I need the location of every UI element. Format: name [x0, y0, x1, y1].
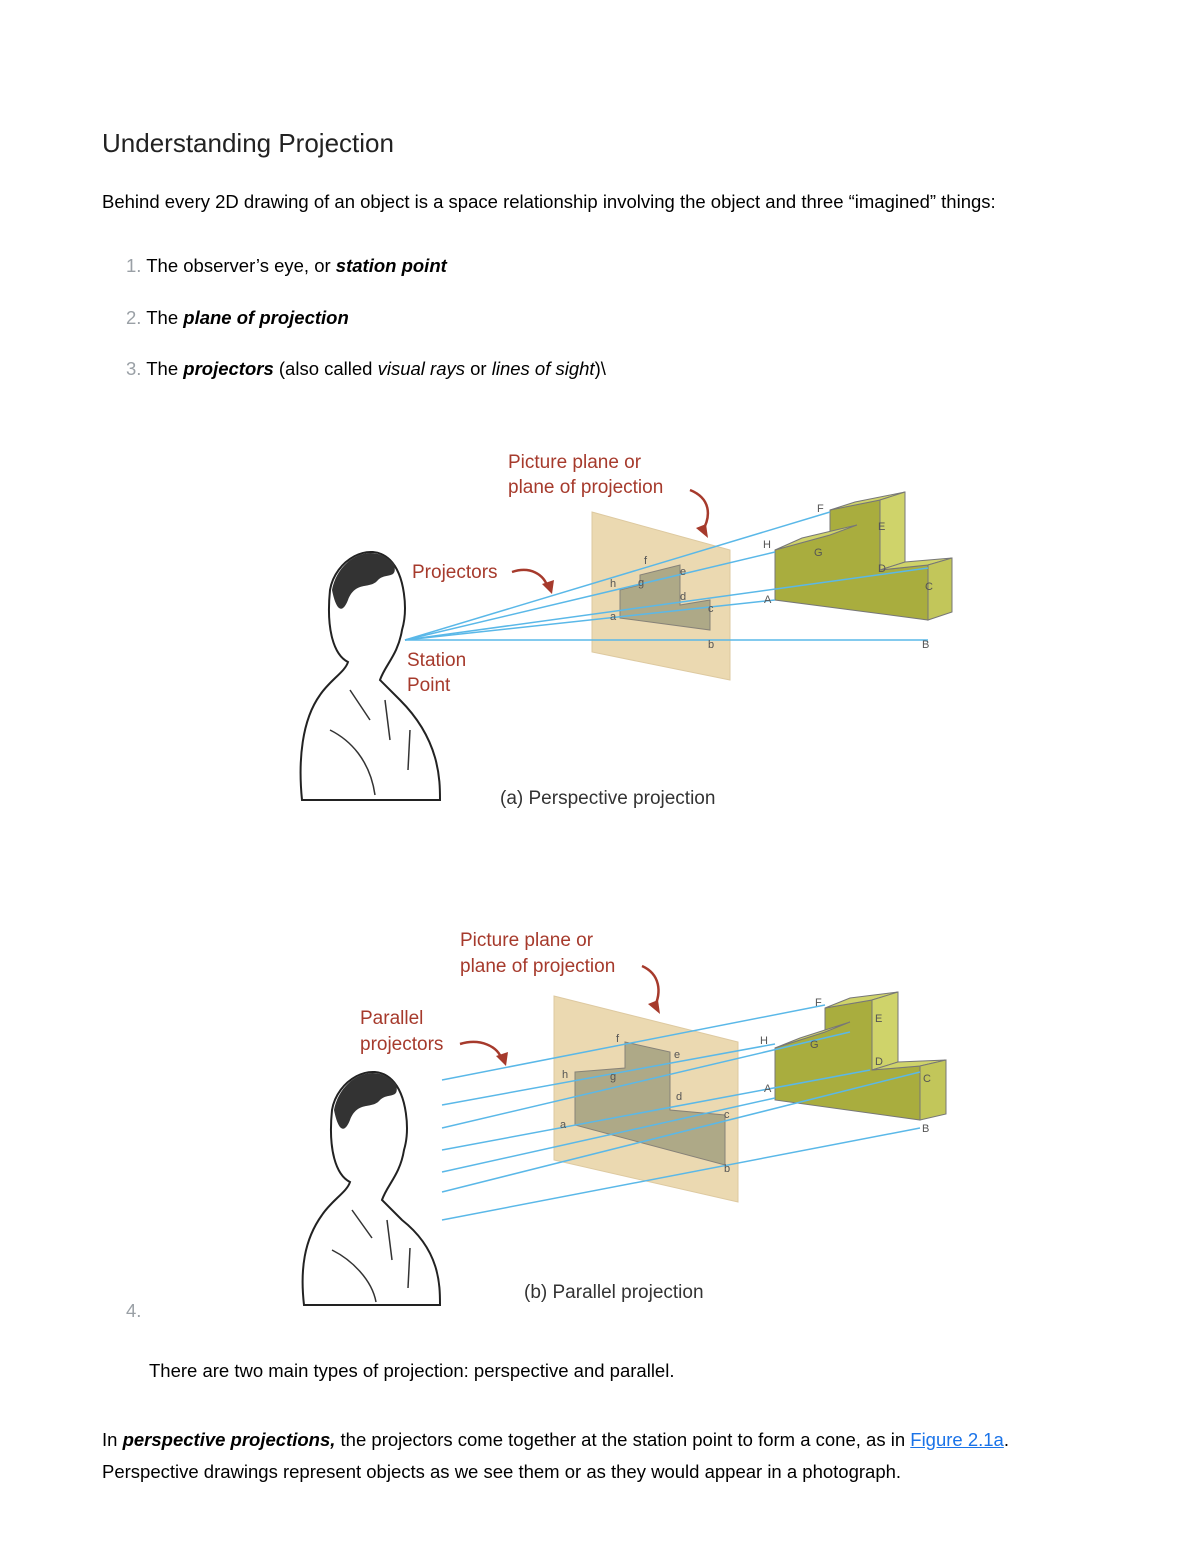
picture-plane-label: Picture plane or	[508, 452, 642, 473]
point-label: D	[878, 563, 886, 575]
figure-link[interactable]: Figure 2.1a	[910, 1429, 1004, 1450]
point-label: F	[815, 997, 822, 1009]
term-perspective-projections: perspective projections,	[122, 1429, 336, 1450]
list-number: 4.	[126, 1300, 142, 1321]
list-item: 1. The observer’s eye, or station point	[126, 255, 447, 277]
arrowhead-icon	[542, 580, 554, 594]
intro-paragraph: Behind every 2D drawing of an object is …	[102, 191, 996, 212]
station-point-label: Station	[407, 650, 466, 671]
projector-lines	[404, 511, 929, 641]
point-label: a	[560, 1119, 567, 1131]
paragraph: There are two main types of projection: …	[149, 1360, 675, 1381]
point-label: c	[724, 1109, 730, 1121]
parallel-projectors-label: Parallel	[360, 1008, 423, 1029]
point-label: b	[708, 639, 714, 651]
list-text: The	[146, 358, 184, 379]
point-label: G	[814, 547, 823, 559]
point-label: e	[674, 1049, 680, 1061]
observer-illustration	[299, 550, 442, 801]
list-item: 2. The plane of projection	[126, 307, 349, 329]
picture-plane-label: Picture plane or	[460, 930, 594, 951]
point-label: C	[923, 1073, 931, 1085]
list-text: )\	[594, 358, 606, 379]
paragraph-text: In	[102, 1429, 123, 1450]
point-label: h	[610, 578, 616, 590]
point-label: E	[875, 1013, 882, 1025]
parallel-projectors-label: projectors	[360, 1034, 443, 1055]
point-label: c	[708, 603, 714, 615]
list-text: (also called	[273, 358, 378, 379]
point-label: d	[680, 591, 686, 603]
figure-caption: (a) Perspective projection	[500, 788, 715, 809]
point-label: H	[763, 539, 771, 551]
arrowhead-icon	[696, 524, 708, 538]
arrowhead-icon	[648, 1000, 660, 1014]
list-number: 1.	[126, 255, 142, 276]
picture-plane-label: plane of projection	[460, 956, 615, 977]
paragraph: In perspective projections, the projecto…	[102, 1424, 1082, 1488]
list-text: or	[465, 358, 492, 379]
term-plane-of-projection: plane of projection	[183, 307, 349, 328]
figure-caption: (b) Parallel projection	[524, 1282, 704, 1303]
point-label: f	[644, 555, 648, 567]
page-title: Understanding Projection	[102, 128, 394, 158]
point-label: A	[764, 594, 772, 606]
term-projectors: projectors	[183, 358, 274, 379]
arrowhead-icon	[496, 1052, 508, 1066]
point-label: B	[922, 1123, 929, 1135]
point-label: d	[676, 1091, 682, 1103]
observer-illustration	[301, 1070, 442, 1306]
point-label: D	[875, 1056, 883, 1068]
point-label: g	[638, 577, 644, 589]
point-label: C	[925, 581, 933, 593]
3d-object	[774, 491, 953, 621]
list-number: 3.	[126, 358, 142, 379]
point-label: H	[760, 1035, 768, 1047]
point-label: F	[817, 503, 824, 515]
list-item: 3. The projectors (also called visual ra…	[126, 358, 606, 380]
point-label: B	[922, 639, 929, 651]
point-label: A	[764, 1083, 772, 1095]
point-label: G	[810, 1039, 819, 1051]
paragraph-text: the projectors come together at the stat…	[335, 1429, 911, 1450]
point-label: h	[562, 1069, 568, 1081]
point-label: f	[616, 1033, 620, 1045]
3d-object	[774, 991, 947, 1121]
station-point-label: Point	[407, 675, 451, 696]
picture-plane-label: plane of projection	[508, 477, 663, 498]
parallel-projection-figure: F E H G D C A B f h g e d c a b Picture …	[301, 930, 947, 1306]
list-number: 2.	[126, 307, 142, 328]
list-text: The observer’s eye, or	[146, 255, 336, 276]
projectors-label: Projectors	[412, 562, 498, 583]
term-visual-rays: visual rays	[377, 358, 465, 379]
point-label: e	[680, 566, 686, 578]
point-label: b	[724, 1163, 730, 1175]
point-label: E	[878, 521, 885, 533]
arrow-icon	[511, 568, 550, 589]
term-lines-of-sight: lines of sight	[491, 358, 595, 379]
list-text: The	[146, 307, 184, 328]
point-label: a	[610, 611, 617, 623]
projector-lines	[441, 1004, 921, 1221]
arrow-icon	[459, 1040, 504, 1061]
term-station-point: station point	[335, 255, 447, 276]
paragraph-text: . Perspective drawings represent objects…	[102, 1429, 1009, 1482]
perspective-projection-figure: F E H G D C A B f h g e d c a b Picture …	[299, 452, 953, 809]
point-label: g	[610, 1071, 616, 1083]
